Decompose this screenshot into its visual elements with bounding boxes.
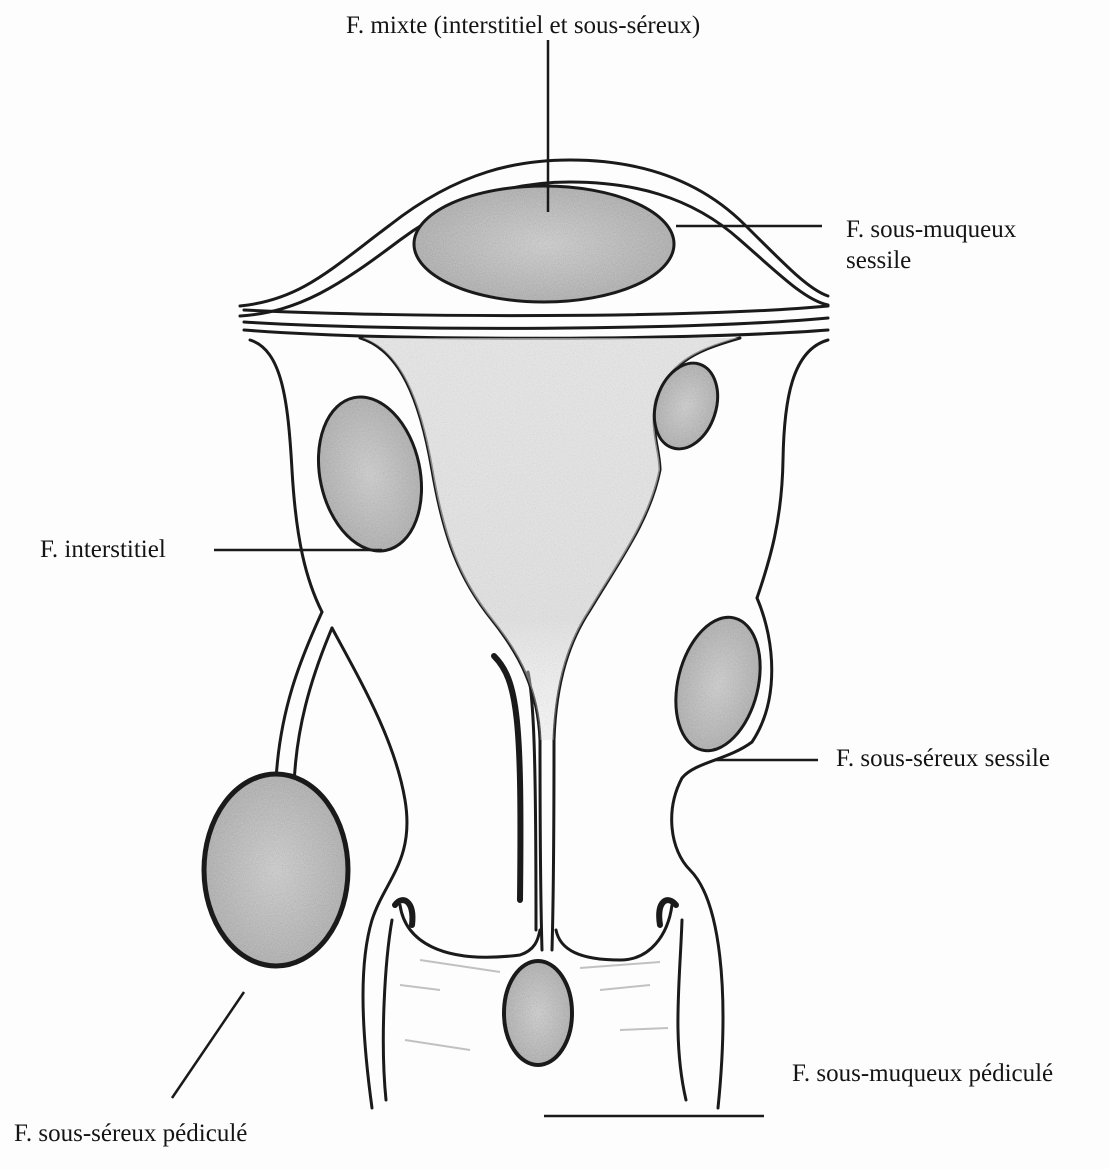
label-sous-sereux-pedicule: F. sous-séreux pédiculé <box>14 1118 247 1149</box>
left-stalk-inner <box>294 628 332 786</box>
left-fornix <box>400 905 540 957</box>
label-sous-muqueux-pedicule: F. sous-muqueux pédiculé <box>792 1058 1053 1089</box>
left-stalk-outer <box>276 612 322 780</box>
label-sous-muqueux-sessile: F. sous-muqueux sessile <box>846 214 1016 276</box>
serosa-band-line-2 <box>244 318 828 328</box>
leader-sous-sereux-pedicule <box>172 992 244 1098</box>
label-interstitiel: F. interstitiel <box>40 534 166 565</box>
left-outer-wall <box>250 340 322 612</box>
label-sous-muqueux-sessile-line1: F. sous-muqueux <box>846 214 1016 245</box>
right-outer-wall <box>757 340 828 598</box>
cervical-canal-right <box>552 740 554 950</box>
label-sous-muqueux-sessile-line2: sessile <box>846 245 1016 276</box>
cervical-canal-left <box>540 740 542 950</box>
right-fornix <box>556 905 672 960</box>
label-mixte: F. mixte (interstitiel et sous-séreux) <box>346 10 700 41</box>
serosa-band-line-1 <box>244 306 828 316</box>
label-sous-sereux-sessile: F. sous-séreux sessile <box>836 743 1050 774</box>
canal-inner-right <box>528 672 536 930</box>
vagina-right-wall <box>678 920 686 1100</box>
canal-inner-left <box>494 656 520 900</box>
vagina-left-wall <box>383 920 392 1100</box>
